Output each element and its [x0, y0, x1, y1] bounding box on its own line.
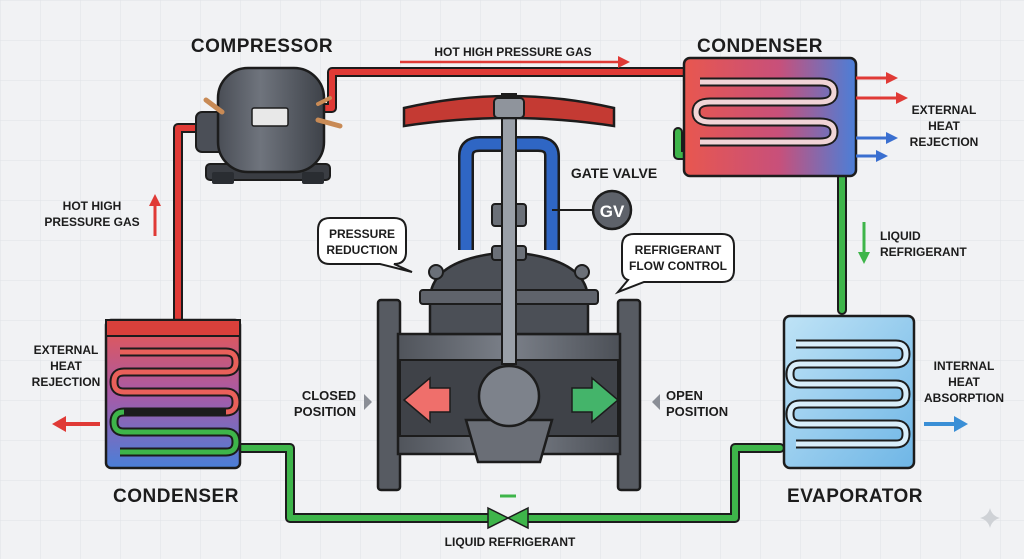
pressure-reduction-line-2: REDUCTION	[326, 243, 397, 257]
arrows-ext-heat-right	[856, 72, 908, 162]
closed-position-line-2: POSITION	[294, 404, 356, 419]
hot-gas-left-line-1: HOT HIGH	[63, 199, 122, 213]
open-position-line-1: OPEN	[666, 388, 703, 403]
evaporator-unit	[782, 314, 916, 470]
ext-heat-left-line-2: HEAT	[50, 359, 82, 373]
hot-gas-pipe	[173, 67, 695, 333]
sparkle-icon	[980, 508, 1000, 528]
evaporator-title: EVAPORATOR	[787, 486, 923, 507]
ext-heat-left-line-1: EXTERNAL	[34, 343, 99, 357]
arrow-internal-heat	[924, 416, 968, 432]
arrow-closed-left	[402, 376, 451, 424]
ext-heat-left-line-3: REJECTION	[32, 375, 101, 389]
condenser-bottom-title: CONDENSER	[113, 486, 239, 507]
arrow-open-right	[571, 376, 620, 424]
ext-heat-right-line-2: HEAT	[928, 119, 960, 133]
ext-heat-right-line-1: EXTERNAL	[912, 103, 977, 117]
closed-position-line-1: CLOSED	[302, 388, 356, 403]
gate-valve-label: GATE VALVE	[571, 165, 657, 181]
expansion-valve-icon	[487, 494, 529, 530]
pressure-reduction-line-1: PRESSURE	[329, 227, 395, 241]
liquid-right-line-2: REFRIGERANT	[880, 245, 967, 259]
ext-heat-right-line-3: REJECTION	[910, 135, 979, 149]
gv-badge-text: GV	[600, 202, 625, 221]
flow-control-line-2: FLOW CONTROL	[629, 259, 727, 273]
flow-control-line-1: REFRIGERANT	[635, 243, 722, 257]
internal-heat-line-3: ABSORPTION	[924, 391, 1004, 405]
condenser-top-title: CONDENSER	[697, 36, 823, 57]
compressor-title: COMPRESSOR	[191, 36, 333, 57]
pressure-reduction-callout	[317, 217, 413, 273]
condenser-bottom-unit	[104, 318, 242, 470]
open-pointer-icon	[652, 394, 660, 410]
closed-pointer-icon	[364, 394, 372, 410]
arrow-hot-gas-right	[400, 56, 630, 68]
flow-control-callout	[614, 233, 735, 295]
condenser-top-unit	[682, 56, 858, 178]
arrow-hot-gas-up	[149, 194, 161, 236]
compressor-unit	[195, 66, 343, 184]
gv-badge: GV	[552, 189, 633, 231]
hot-gas-top-label: HOT HIGH PRESSURE GAS	[434, 45, 591, 59]
liquid-bottom-label: LIQUID REFRIGERANT	[445, 535, 576, 549]
open-position-line-2: POSITION	[666, 404, 728, 419]
arrow-ext-heat-left	[52, 416, 100, 432]
liquid-right-line-1: LIQUID	[880, 229, 921, 243]
hot-gas-left-line-2: PRESSURE GAS	[44, 215, 139, 229]
arrow-liquid-down	[858, 222, 870, 264]
internal-heat-line-2: HEAT	[948, 375, 980, 389]
internal-heat-line-1: INTERNAL	[934, 359, 995, 373]
